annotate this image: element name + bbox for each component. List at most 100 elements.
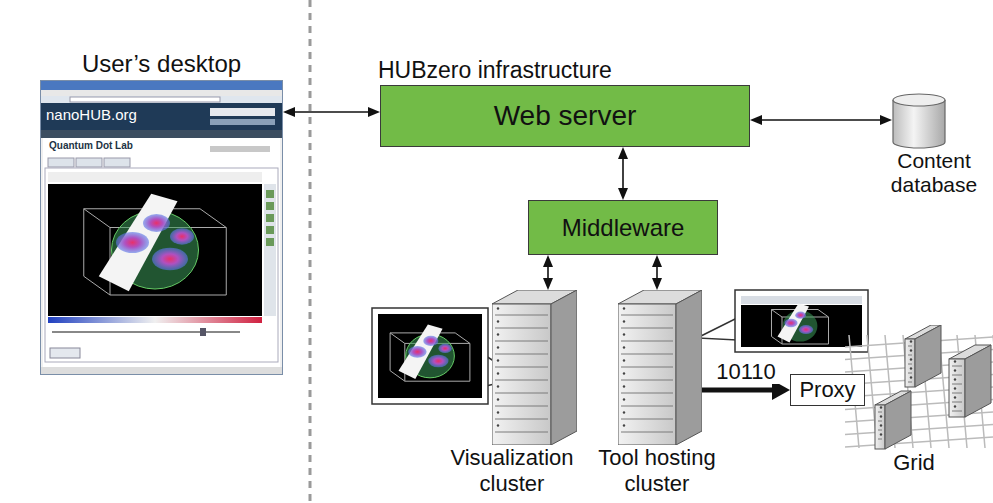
side-toolbar — [264, 184, 276, 316]
rack-slot — [908, 364, 912, 365]
node-label: User’s desktop — [38, 48, 285, 80]
rack-slot — [878, 421, 882, 422]
window-header — [741, 296, 862, 304]
rack-slot — [495, 380, 548, 381]
node-label: Grid — [838, 450, 990, 475]
rack-slot — [495, 341, 548, 342]
header-box — [210, 119, 275, 125]
connector-arrow — [547, 267, 549, 278]
rack-slot — [621, 406, 673, 407]
rack-led — [954, 405, 956, 407]
rack-side — [676, 290, 702, 445]
visualization-image — [772, 304, 829, 345]
grid-cluster-shape — [845, 325, 993, 450]
rack-front — [492, 304, 551, 445]
database-cylinder-shape — [892, 93, 946, 149]
rack-led — [954, 360, 956, 362]
rack-led — [910, 349, 912, 351]
rack-led — [954, 369, 956, 371]
text-group: Grid — [838, 450, 990, 475]
node-label: Middleware — [562, 214, 685, 242]
connector-arrow — [656, 267, 658, 278]
rack-slot — [621, 315, 673, 316]
rack-slot — [952, 393, 962, 394]
database-cylinder: Content database — [878, 93, 990, 197]
callout-image — [378, 314, 482, 398]
rack-slot — [621, 367, 673, 368]
grid-server — [949, 345, 991, 417]
white-sheet — [99, 194, 178, 292]
rack-led — [623, 372, 625, 374]
site-header — [41, 103, 282, 130]
rack-led — [497, 346, 499, 348]
grid-server — [905, 325, 941, 387]
tool-callout — [697, 290, 868, 352]
rack-slot — [495, 419, 548, 420]
rack-led — [623, 320, 625, 322]
data-stream-label: 10110 — [713, 360, 779, 384]
connector-arrow — [295, 111, 368, 113]
text-group: Tool hosting cluster — [590, 445, 724, 497]
rack-led — [497, 320, 499, 322]
connector-arrow — [622, 159, 624, 188]
toolbar-icon — [266, 238, 274, 246]
text-group: Visualization cluster — [435, 445, 589, 497]
rack-slot — [621, 432, 673, 433]
screenshot-text: Quantum Dot Lab — [49, 140, 133, 151]
node-label: Web server — [494, 100, 637, 132]
rack-led — [910, 376, 912, 378]
cylinder — [893, 94, 945, 148]
callout-frame — [372, 308, 488, 404]
data-arrow — [702, 388, 772, 393]
rack-side — [885, 391, 911, 449]
rack-slot — [495, 328, 548, 329]
rack-led — [497, 307, 499, 309]
node-label: Content database — [878, 149, 990, 197]
rack-slot — [878, 430, 882, 431]
address-bar — [41, 96, 282, 103]
region-label: HUBzero infrastructure — [378, 57, 612, 84]
server-rack-shape — [618, 290, 702, 445]
server-rack: Tool hosting cluster — [590, 290, 724, 497]
cylinder-top — [893, 94, 945, 106]
rack-slot — [621, 419, 673, 420]
node-label: Visualization cluster — [435, 445, 589, 497]
density-blob — [152, 248, 188, 271]
cylinder-body — [893, 100, 945, 148]
rack-slot — [621, 341, 673, 342]
rack-slot — [952, 402, 962, 403]
rack-slot — [621, 328, 673, 329]
slider-knob — [200, 328, 206, 336]
rack-slot — [952, 384, 962, 385]
tab — [104, 158, 130, 167]
rack-led — [497, 411, 499, 413]
rack-led — [880, 424, 882, 426]
rack-led — [497, 424, 499, 426]
slider — [52, 331, 240, 333]
callout-tail — [697, 318, 737, 340]
rack-led — [623, 398, 625, 400]
visualization-image — [84, 194, 227, 295]
rack-slot — [621, 354, 673, 355]
rack-slot — [495, 367, 548, 368]
rack-led — [880, 406, 882, 408]
screenshot-image — [40, 80, 283, 375]
grid-mesh — [849, 335, 859, 448]
rack-slot — [495, 315, 548, 316]
density-blob — [116, 232, 149, 253]
rack-slot — [621, 393, 673, 394]
rack-front — [618, 304, 676, 445]
density-blob — [143, 214, 170, 232]
rack-slot — [908, 355, 912, 356]
rack-led — [623, 424, 625, 426]
rack-led — [880, 433, 882, 435]
rack-led — [497, 333, 499, 335]
content-area — [43, 138, 280, 367]
toolbar-icon — [266, 190, 274, 198]
viewport — [48, 184, 262, 316]
rack-slot — [495, 354, 548, 355]
title-bar — [41, 81, 282, 90]
text-group: User’s desktop — [38, 48, 285, 80]
